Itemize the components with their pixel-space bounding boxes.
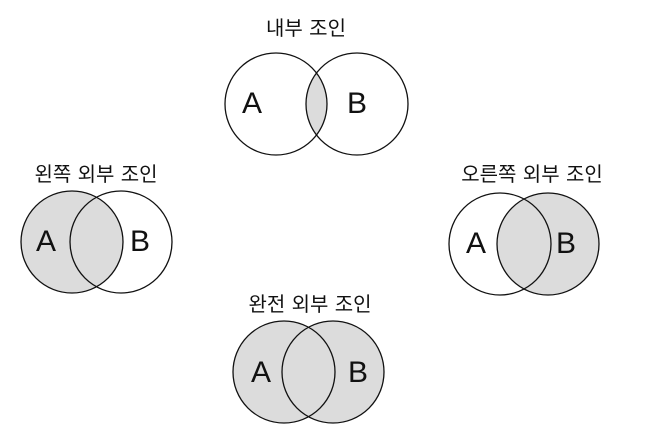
full-outer-join-circle-a xyxy=(232,320,336,424)
inner-join-circle-a xyxy=(224,52,328,156)
inner-join-group: 내부 조인 A B xyxy=(224,16,409,156)
left-outer-join-circle-b xyxy=(69,190,173,294)
inner-join-label-a: A xyxy=(242,87,262,120)
left-outer-join-fill-a xyxy=(21,191,123,293)
left-outer-join-label-a: A xyxy=(36,225,56,258)
full-outer-join-circle-b xyxy=(281,320,385,424)
right-outer-join-fill-b xyxy=(497,193,599,295)
inner-join-label-b: B xyxy=(347,87,367,120)
full-outer-join-group: 완전 외부 조인 A B xyxy=(232,292,385,424)
right-outer-join-title: 오른쪽 외부 조인 xyxy=(461,162,603,186)
left-outer-join-label-b: B xyxy=(130,225,150,258)
inner-join-circle-b xyxy=(305,52,409,156)
right-outer-join-label-b: B xyxy=(556,227,576,260)
full-outer-join-label-a: A xyxy=(251,356,271,389)
full-outer-join-fill-b xyxy=(282,321,384,423)
left-outer-join-group: 왼쪽 외부 조인 A B xyxy=(20,162,173,294)
right-outer-join-circle-a xyxy=(448,192,552,296)
right-outer-join-circle-b xyxy=(496,192,600,296)
right-outer-join-group: 오른쪽 외부 조인 A B xyxy=(448,162,603,296)
full-outer-join-label-b: B xyxy=(348,356,368,389)
inner-join-title: 내부 조인 xyxy=(266,16,346,40)
left-outer-join-title: 왼쪽 외부 조인 xyxy=(34,162,157,186)
full-outer-join-title: 완전 외부 조인 xyxy=(248,292,371,316)
left-outer-join-circle-a xyxy=(20,190,124,294)
right-outer-join-label-a: A xyxy=(466,227,486,260)
